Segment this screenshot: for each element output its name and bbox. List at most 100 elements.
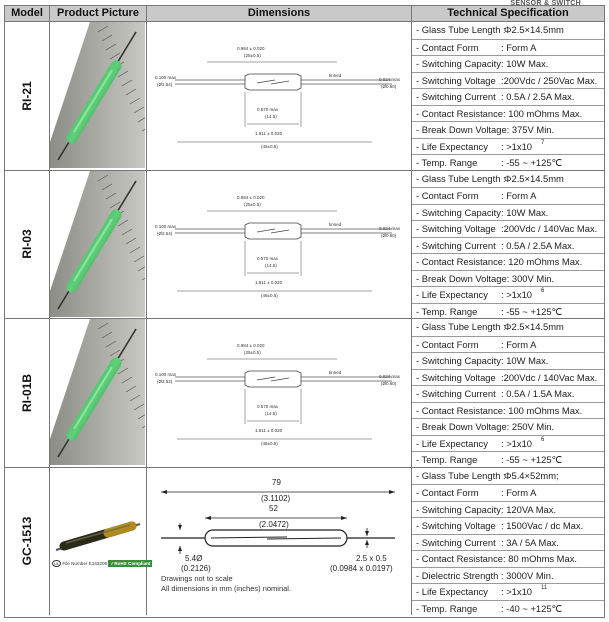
dimension-drawing: 79 (3.1102) 52 (2.0472) 5.4Ø (0.2126) 2.… bbox=[161, 478, 395, 593]
spec-line: - Switching Capacity: 10W Max. bbox=[412, 55, 604, 72]
spec-label: - Glass Tube Length : bbox=[416, 321, 506, 332]
spec-line: - Switching Voltage:200Vdc / 140Vac Max. bbox=[412, 368, 604, 386]
spec-line: - Switching Voltage: 1500Vac / dc Max. bbox=[412, 517, 604, 534]
dim-label: 0.984 ± 0.020 bbox=[237, 46, 265, 51]
spec-value: Φ5.4×52mm; bbox=[504, 469, 559, 481]
spec-cell: - Glass Tube Length :Φ5.4×52mm;- Contact… bbox=[412, 468, 604, 616]
spec-value: : >1x10 bbox=[501, 140, 533, 152]
product-picture bbox=[50, 170, 161, 318]
table-row: RI-03 0.984 ± 0.020 (25±0.5) 0.100 max (… bbox=[5, 169, 604, 320]
spec-line: - Switching Current: 0.5A / 1.5A Max. bbox=[412, 385, 604, 402]
dim-label: 1.811 ± 0.020 bbox=[255, 280, 283, 285]
spec-value: :200Vdc / 250Vac Max. bbox=[501, 74, 598, 86]
dimension-drawing: 0.984 ± 0.020 (25±0.5) 0.100 max (Ø2.54)… bbox=[155, 343, 401, 446]
spec-label: - Contact Resistance: 100 mOhms Max. bbox=[416, 107, 583, 119]
spec-label: - Break Down Voltage: 250V Min. bbox=[416, 421, 555, 432]
spec-line: - Temp. Range: -55 ~ +125℃ bbox=[412, 154, 604, 171]
header-spec: Technical Specification bbox=[412, 6, 604, 21]
spec-label: - Glass Tube Length : bbox=[416, 172, 506, 184]
dim-label: (0.2126) bbox=[181, 564, 211, 573]
spec-value: : 0.5A / 2.5A Max. bbox=[501, 91, 575, 102]
table-row: RI-01B 0.984 ± 0.020 (25±0.5) 0.100 max … bbox=[5, 318, 604, 467]
header-picture: Product Picture bbox=[50, 6, 147, 21]
dim-label: (46±0.5) bbox=[261, 293, 278, 298]
spec-line: - Temp. Range : -40 ~ +125℃ bbox=[412, 599, 604, 617]
spec-label: - Break Down Voltage: 375V Min. bbox=[416, 124, 555, 135]
dim-label: tinned bbox=[329, 73, 342, 78]
model-name: RI-01B bbox=[20, 373, 34, 412]
spec-line: - Temp. Range: -55 ~ +125℃ bbox=[412, 302, 604, 320]
dim-label: (46±0.5) bbox=[261, 144, 278, 149]
spec-value: : >1x10 bbox=[501, 586, 533, 597]
product-picture bbox=[50, 319, 161, 467]
spec-label: - Life Expectancy bbox=[416, 437, 488, 449]
spec-label: - Switching Current bbox=[416, 536, 496, 548]
dim-label: 0.024 max bbox=[379, 226, 401, 231]
spec-value: Φ2.5×14.5mm bbox=[504, 24, 564, 35]
spec-label: - Temp. Range bbox=[416, 157, 478, 168]
header-model: Model bbox=[5, 6, 50, 21]
spec-line: - Switching Capacity: 10W Max. bbox=[412, 203, 604, 221]
spec-label: - Switching Current bbox=[416, 388, 496, 399]
dim-label: (25±0.5) bbox=[244, 202, 261, 207]
spec-label: - Switching Current bbox=[416, 239, 496, 251]
spec-line: - Contact Form: Form A bbox=[412, 484, 604, 501]
dim-label: 0.100 max bbox=[155, 75, 177, 80]
model-name: RI-03 bbox=[20, 229, 34, 259]
rohs-badge: ✓RoHS Compliant bbox=[108, 559, 153, 567]
spec-value: : Form A bbox=[501, 41, 537, 53]
dim-label: tinned bbox=[329, 222, 342, 227]
dim-label: (25±0.5) bbox=[244, 350, 261, 355]
spec-line: - Switching Current : 0.5A / 2.5A Max. bbox=[412, 236, 604, 254]
spec-label: - Contact Resistance: 80 mOhms Max. bbox=[416, 553, 577, 564]
spec-line: - Break Down Voltage: 300V Min. bbox=[412, 269, 604, 287]
dim-label: (Ø2.54) bbox=[157, 231, 173, 236]
dim-label: 79 bbox=[272, 478, 281, 487]
spec-value: : -40 ~ +125℃ bbox=[501, 602, 563, 614]
spec-line: - Break Down Voltage: 375V Min. bbox=[412, 121, 604, 138]
spec-line: - Switching Current: 0.5A / 2.5A Max. bbox=[412, 88, 604, 105]
spec-value: : 3A / 5A Max. bbox=[501, 536, 559, 548]
dim-label: 1.811 ± 0.020 bbox=[255, 428, 283, 433]
spec-value: :200Vdc / 140Vac Max. bbox=[501, 223, 598, 234]
dim-label: 0.024 max bbox=[379, 374, 401, 379]
product-picture bbox=[50, 22, 161, 170]
dimension-drawing: 0.984 ± 0.020 (25±0.5) 0.100 max (Ø2.54)… bbox=[155, 195, 401, 298]
spec-value: : 1500Vac / dc Max. bbox=[501, 520, 584, 531]
spec-line: - Contact Resistance: 80 mOhms Max. bbox=[412, 550, 604, 567]
model-cell: GC-1513 bbox=[5, 467, 50, 615]
spec-line: - Switching Voltage:200Vdc / 250Vac Max. bbox=[412, 71, 604, 89]
spec-cell: - Glass Tube Length :Φ2.5×14.5mm - Contac… bbox=[412, 22, 604, 170]
dim-label: (2.0472) bbox=[259, 520, 289, 529]
spec-label: - Life Expectancy bbox=[416, 586, 488, 597]
table-row: RI-21 0.984 ± 0.020 (25±0.5) 0.100 max (… bbox=[5, 21, 604, 170]
dim-label: 5.4Ø bbox=[185, 554, 202, 563]
product-picture: UL File Number E163209 ✓RoHS Compliant bbox=[50, 467, 153, 615]
spec-label: - Switching Capacity bbox=[416, 206, 501, 218]
spec-value: Φ2.5×14.5mm bbox=[504, 172, 564, 184]
spec-value: : -55 ~ +125℃ bbox=[501, 305, 563, 317]
spec-label: - Dielectric Strength : 3000V Min. bbox=[416, 569, 554, 581]
spec-label: - Glass Tube Length : bbox=[416, 24, 506, 35]
spec-label: - Temp. Range bbox=[416, 602, 478, 614]
model-cell: RI-01B bbox=[5, 319, 50, 467]
spec-line: - Glass Tube Length :Φ2.5×14.5mm bbox=[412, 22, 604, 39]
spec-label: - Life Expectancy bbox=[416, 140, 488, 152]
reed-switch-photo bbox=[50, 170, 161, 317]
spec-label: - Switching Capacity bbox=[416, 503, 501, 515]
spec-value: : 0.5A / 2.5A Max. bbox=[501, 239, 575, 251]
reed-switch-photo bbox=[55, 521, 141, 551]
dim-label: 52 bbox=[269, 504, 278, 513]
spec-line: - Glass Tube Length :Φ2.5×14.5mm bbox=[412, 171, 604, 188]
spec-value: : Form A bbox=[501, 487, 537, 498]
spec-label: - Switching Voltage bbox=[416, 223, 496, 234]
spec-line: - Break Down Voltage: 250V Min. bbox=[412, 418, 604, 435]
spec-line: - Glass Tube Length :Φ2.5×14.5mm bbox=[412, 319, 604, 336]
dim-label: 0.100 max bbox=[155, 224, 177, 229]
drawing-note: Drawings not to scale bbox=[161, 574, 233, 583]
spec-line: - Glass Tube Length :Φ5.4×52mm; bbox=[412, 468, 604, 485]
model-name: RI-21 bbox=[20, 81, 34, 111]
spec-value: Φ2.5×14.5mm bbox=[504, 321, 564, 332]
